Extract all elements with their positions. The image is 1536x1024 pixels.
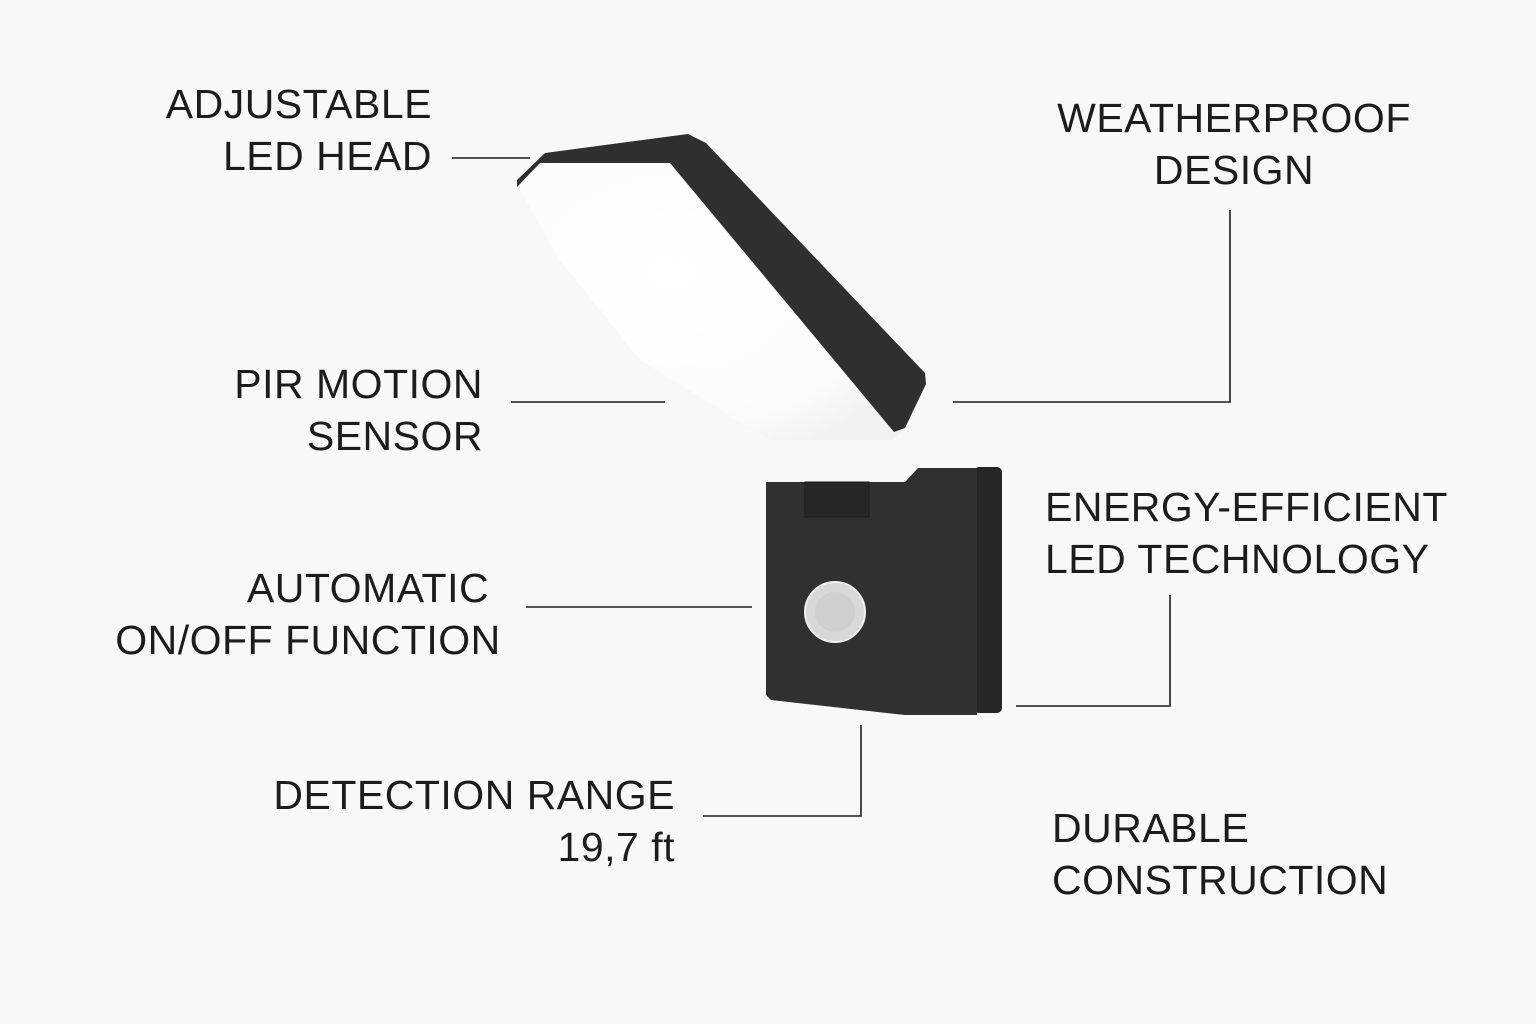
led-lens [517,163,905,440]
label-line: DETECTION RANGE [273,772,675,818]
led-head [517,134,926,432]
label-line: CONSTRUCTION [1052,857,1389,903]
label-line: WEATHERPROOF [1057,95,1411,141]
callout-lines [452,157,1231,817]
label-line: AUTOMATIC [246,565,490,611]
label-weatherproof-design: WEATHERPROOF DESIGN [1040,92,1428,196]
label-line: DURABLE [1052,805,1250,851]
label-line: ON/OFF FUNCTION [115,617,501,663]
label-energy-efficient: ENERGY-EFFICIENT LED TECHNOLOGY [1045,481,1448,585]
label-detection-range: DETECTION RANGE 19,7 ft [273,769,675,873]
label-line: ADJUSTABLE [165,81,432,127]
sensor-housing [766,467,1002,715]
label-line: LED HEAD [222,133,432,179]
label-durable-construction: DURABLE CONSTRUCTION [1052,802,1388,906]
label-line: ENERGY-EFFICIENT [1045,484,1448,530]
label-line: LED TECHNOLOGY [1045,536,1430,582]
label-line: SENSOR [306,413,483,459]
label-line: 19,7 ft [557,824,675,870]
label-line: PIR MOTION [234,361,483,407]
label-pir-motion-sensor: PIR MOTION SENSOR [234,358,483,462]
label-automatic-on-off: AUTOMATIC ON/OFF FUNCTION [102,562,514,666]
label-adjustable-led-head: ADJUSTABLE LED HEAD [166,78,432,182]
label-line: DESIGN [1153,147,1315,193]
